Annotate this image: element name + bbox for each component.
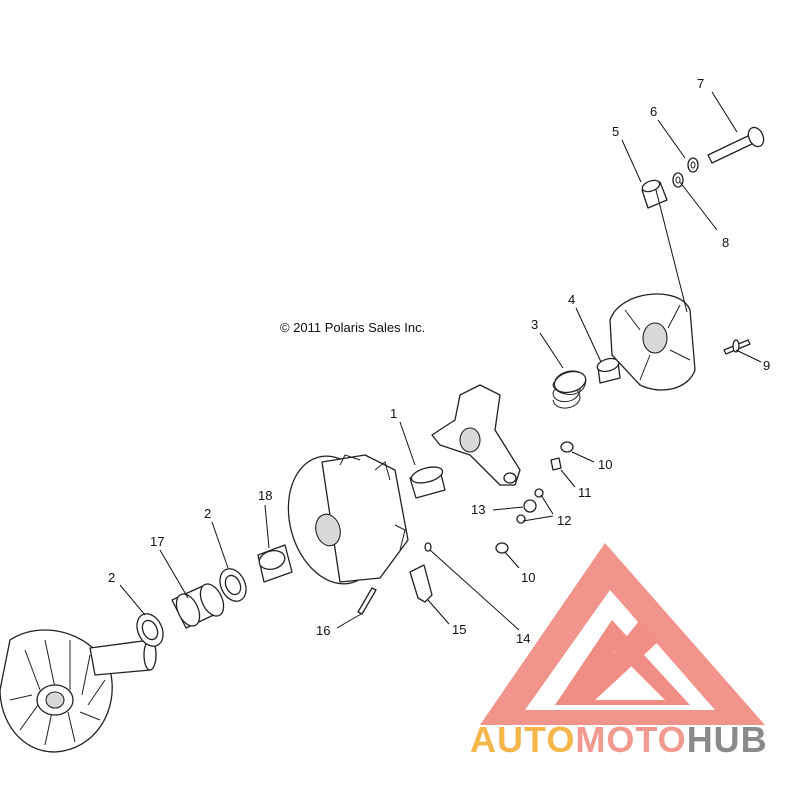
- callout-16: 16: [316, 623, 330, 638]
- svg-text:AUTOMOTOHUB: AUTOMOTOHUB: [470, 719, 768, 760]
- callout-13: 13: [471, 502, 485, 517]
- watermark-word-auto: AUTO: [470, 719, 575, 760]
- callout-2-upper: 2: [204, 506, 211, 521]
- callout-numbers: 1 2 3 4 5 6 7 8 9 10 11 12 13 14 15 16 1…: [108, 76, 770, 646]
- callout-14: 14: [516, 631, 530, 646]
- pin-11: [550, 457, 562, 471]
- bushing-1: [409, 466, 446, 499]
- spring-3: [552, 370, 587, 409]
- pin-16: [357, 587, 377, 615]
- callout-11: 11: [578, 485, 592, 500]
- moveable-sheave: [287, 454, 409, 585]
- callout-2-lower: 2: [108, 570, 115, 585]
- callout-1: 1: [390, 406, 397, 421]
- watermark-word-hub: HUB: [687, 719, 768, 760]
- washer-12b: [516, 514, 526, 524]
- callout-10-lower: 10: [521, 570, 535, 585]
- watermark-text: AUTOMOTOHUB: [470, 719, 768, 760]
- cover: [609, 293, 696, 391]
- watermark-logo: [480, 543, 765, 725]
- roller-10a: [560, 441, 574, 453]
- bushing-18: [257, 544, 293, 583]
- washer-8: [672, 172, 684, 188]
- callout-10-upper: 10: [598, 457, 612, 472]
- callout-3: 3: [531, 317, 538, 332]
- bolt-7: [707, 126, 765, 164]
- weight-15: [409, 564, 433, 603]
- callout-12: 12: [557, 513, 571, 528]
- roller-10b: [495, 542, 509, 554]
- washer-2b: [219, 568, 247, 602]
- leader-lines: [119, 91, 762, 631]
- callout-9: 9: [763, 358, 770, 373]
- bushing-5: [641, 179, 668, 209]
- bushing-17: [171, 583, 225, 629]
- callout-6: 6: [650, 104, 657, 119]
- drive-face-fan: [0, 629, 157, 753]
- callout-5: 5: [612, 124, 619, 139]
- callout-4: 4: [568, 292, 575, 307]
- roller-13: [523, 499, 537, 513]
- copyright-notice: © 2011 Polaris Sales Inc.: [280, 320, 425, 335]
- spider: [431, 384, 521, 486]
- nut-14: [424, 542, 432, 552]
- callout-18: 18: [258, 488, 272, 503]
- washer-2a: [136, 613, 164, 647]
- watermark-word-moto: MOTO: [575, 719, 686, 760]
- callout-17: 17: [150, 534, 164, 549]
- pin-9: [723, 339, 751, 355]
- washer-6: [687, 157, 699, 173]
- callout-8: 8: [722, 235, 729, 250]
- callout-7: 7: [697, 76, 704, 91]
- callout-15: 15: [452, 622, 466, 637]
